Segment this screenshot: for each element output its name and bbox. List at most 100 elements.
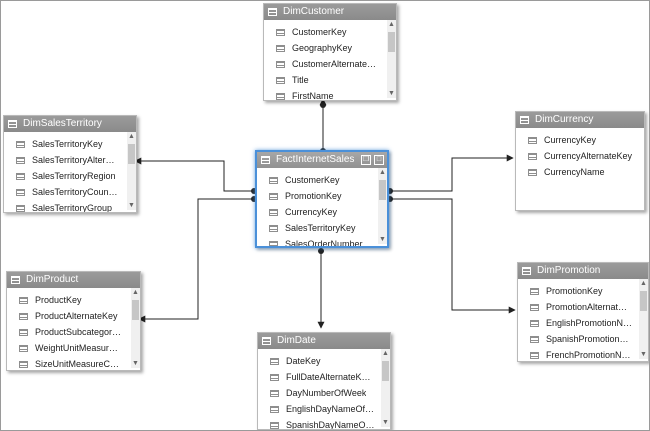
table-header[interactable]: DimCustomer [264, 4, 396, 20]
scroll-up-icon[interactable]: ▲ [640, 280, 647, 287]
vertical-scrollbar[interactable]: ▲▼ [387, 20, 396, 98]
column-item[interactable]: CustomerAlternate… [276, 56, 396, 72]
column-item[interactable]: DateKey [270, 353, 390, 369]
column-item[interactable]: DayNumberOfWeek [270, 385, 390, 401]
scroll-thumb[interactable] [382, 361, 389, 381]
column-icon [270, 357, 279, 365]
column-icon [276, 44, 285, 52]
column-icon [276, 92, 285, 100]
scroll-down-icon[interactable]: ▼ [128, 202, 135, 209]
column-item[interactable]: Title [276, 72, 396, 88]
column-item[interactable]: SpanishDayNameO… [270, 417, 390, 429]
column-icon [19, 360, 28, 368]
scroll-up-icon[interactable]: ▲ [132, 289, 139, 296]
column-item[interactable]: FullDateAlternateK… [270, 369, 390, 385]
column-icon [528, 168, 537, 176]
maximize-icon[interactable]: □ [374, 155, 384, 165]
restore-icon[interactable]: ❐ [361, 155, 371, 165]
table-header[interactable]: DimPromotion [518, 263, 648, 279]
column-item[interactable]: EnglishPromotionN… [530, 315, 648, 331]
column-item[interactable]: SalesTerritoryRegion [16, 168, 136, 184]
column-item[interactable]: SalesTerritoryCoun… [16, 184, 136, 200]
column-item[interactable]: SizeUnitMeasureC… [19, 356, 140, 370]
scroll-thumb[interactable] [640, 291, 647, 311]
scroll-up-icon[interactable]: ▲ [128, 133, 135, 140]
relationship-line-dimpromotion[interactable] [390, 198, 516, 314]
scroll-up-icon[interactable]: ▲ [382, 350, 389, 357]
vertical-scrollbar[interactable]: ▲▼ [127, 132, 136, 210]
column-item[interactable]: EnglishDayNameOf… [270, 401, 390, 417]
table-title: DimSalesTerritory [23, 118, 102, 129]
vertical-scrollbar[interactable]: ▲▼ [639, 279, 648, 359]
column-icon [528, 136, 537, 144]
column-item[interactable]: SalesTerritoryAlter… [16, 152, 136, 168]
table-factinternetsales[interactable]: FactInternetSales ❐ □ CustomerKey Promot… [255, 150, 389, 248]
column-icon [530, 303, 539, 311]
column-item[interactable]: ProductKey [19, 292, 140, 308]
column-item[interactable]: CurrencyKey [269, 204, 387, 220]
column-item[interactable]: PromotionKey [530, 283, 648, 299]
column-icon [270, 405, 279, 413]
table-title: DimProduct [26, 274, 79, 285]
vertical-scrollbar[interactable]: ▲▼ [378, 168, 387, 244]
vertical-scrollbar[interactable]: ▲▼ [381, 349, 390, 427]
column-item[interactable]: CustomerKey [276, 24, 396, 40]
column-list: CustomerKey PromotionKey CurrencyKey Sal… [257, 168, 387, 246]
scroll-thumb[interactable] [388, 32, 395, 52]
column-item[interactable]: WeightUnitMeasur… [19, 340, 140, 356]
table-icon [520, 116, 529, 124]
column-item[interactable]: CurrencyKey [528, 132, 644, 148]
scroll-thumb[interactable] [128, 144, 135, 164]
column-item[interactable]: PromotionAlternat… [530, 299, 648, 315]
table-header[interactable]: FactInternetSales ❐ □ [257, 152, 387, 168]
scroll-down-icon[interactable]: ▼ [382, 419, 389, 426]
column-item[interactable]: ProductSubcategor… [19, 324, 140, 340]
column-item[interactable]: SpanishPromotion… [530, 331, 648, 347]
column-item[interactable]: SalesTerritoryKey [16, 136, 136, 152]
column-icon [270, 389, 279, 397]
column-icon [16, 156, 25, 164]
table-dimproduct[interactable]: DimProduct ProductKey ProductAlternateKe… [6, 271, 141, 371]
scroll-up-icon[interactable]: ▲ [379, 169, 386, 176]
table-icon [8, 120, 17, 128]
table-dimcurrency[interactable]: DimCurrency CurrencyKey CurrencyAlternat… [515, 111, 645, 211]
relationship-line-dimproduct[interactable] [138, 198, 254, 323]
table-header[interactable]: DimCurrency [516, 112, 644, 128]
table-header[interactable]: DimProduct [7, 272, 140, 288]
column-item[interactable]: FirstName [276, 88, 396, 100]
table-header[interactable]: DimDate [258, 333, 390, 349]
scroll-down-icon[interactable]: ▼ [388, 90, 395, 97]
scroll-down-icon[interactable]: ▼ [379, 236, 386, 243]
table-dimcustomer[interactable]: DimCustomer CustomerKey GeographyKey Cus… [263, 3, 397, 101]
column-item[interactable]: SalesTerritoryKey [269, 220, 387, 236]
column-item[interactable]: CurrencyName [528, 164, 644, 180]
column-icon [19, 312, 28, 320]
relationship-line-dimcurrency[interactable] [390, 154, 514, 192]
column-icon [276, 60, 285, 68]
column-item[interactable]: CurrencyAlternateKey [528, 148, 644, 164]
column-item[interactable]: GeographyKey [276, 40, 396, 56]
column-item[interactable]: CustomerKey [269, 172, 387, 188]
table-icon [261, 156, 270, 164]
scroll-thumb[interactable] [132, 300, 139, 320]
table-dimpromotion[interactable]: DimPromotion PromotionKey PromotionAlter… [517, 262, 649, 362]
table-dimsalesterritory[interactable]: DimSalesTerritory SalesTerritoryKey Sale… [3, 115, 137, 213]
column-item[interactable]: ProductAlternateKey [19, 308, 140, 324]
scroll-up-icon[interactable]: ▲ [388, 21, 395, 28]
column-item[interactable]: PromotionKey [269, 188, 387, 204]
column-item[interactable]: FrenchPromotionN… [530, 347, 648, 361]
column-icon [530, 319, 539, 327]
column-item[interactable]: SalesTerritoryGroup [16, 200, 136, 212]
relationship-line-dimsalesterritory[interactable] [134, 157, 254, 192]
scroll-down-icon[interactable]: ▼ [132, 360, 139, 367]
scroll-down-icon[interactable]: ▼ [640, 351, 647, 358]
vertical-scrollbar[interactable]: ▲▼ [131, 288, 140, 368]
table-title: DimDate [277, 335, 316, 346]
column-item[interactable]: SalesOrderNumber [269, 236, 387, 246]
column-icon [269, 176, 278, 184]
table-icon [11, 276, 20, 284]
table-header[interactable]: DimSalesTerritory [4, 116, 136, 132]
table-dimdate[interactable]: DimDate DateKey FullDateAlternateK… DayN… [257, 332, 391, 430]
scroll-thumb[interactable] [379, 180, 386, 200]
